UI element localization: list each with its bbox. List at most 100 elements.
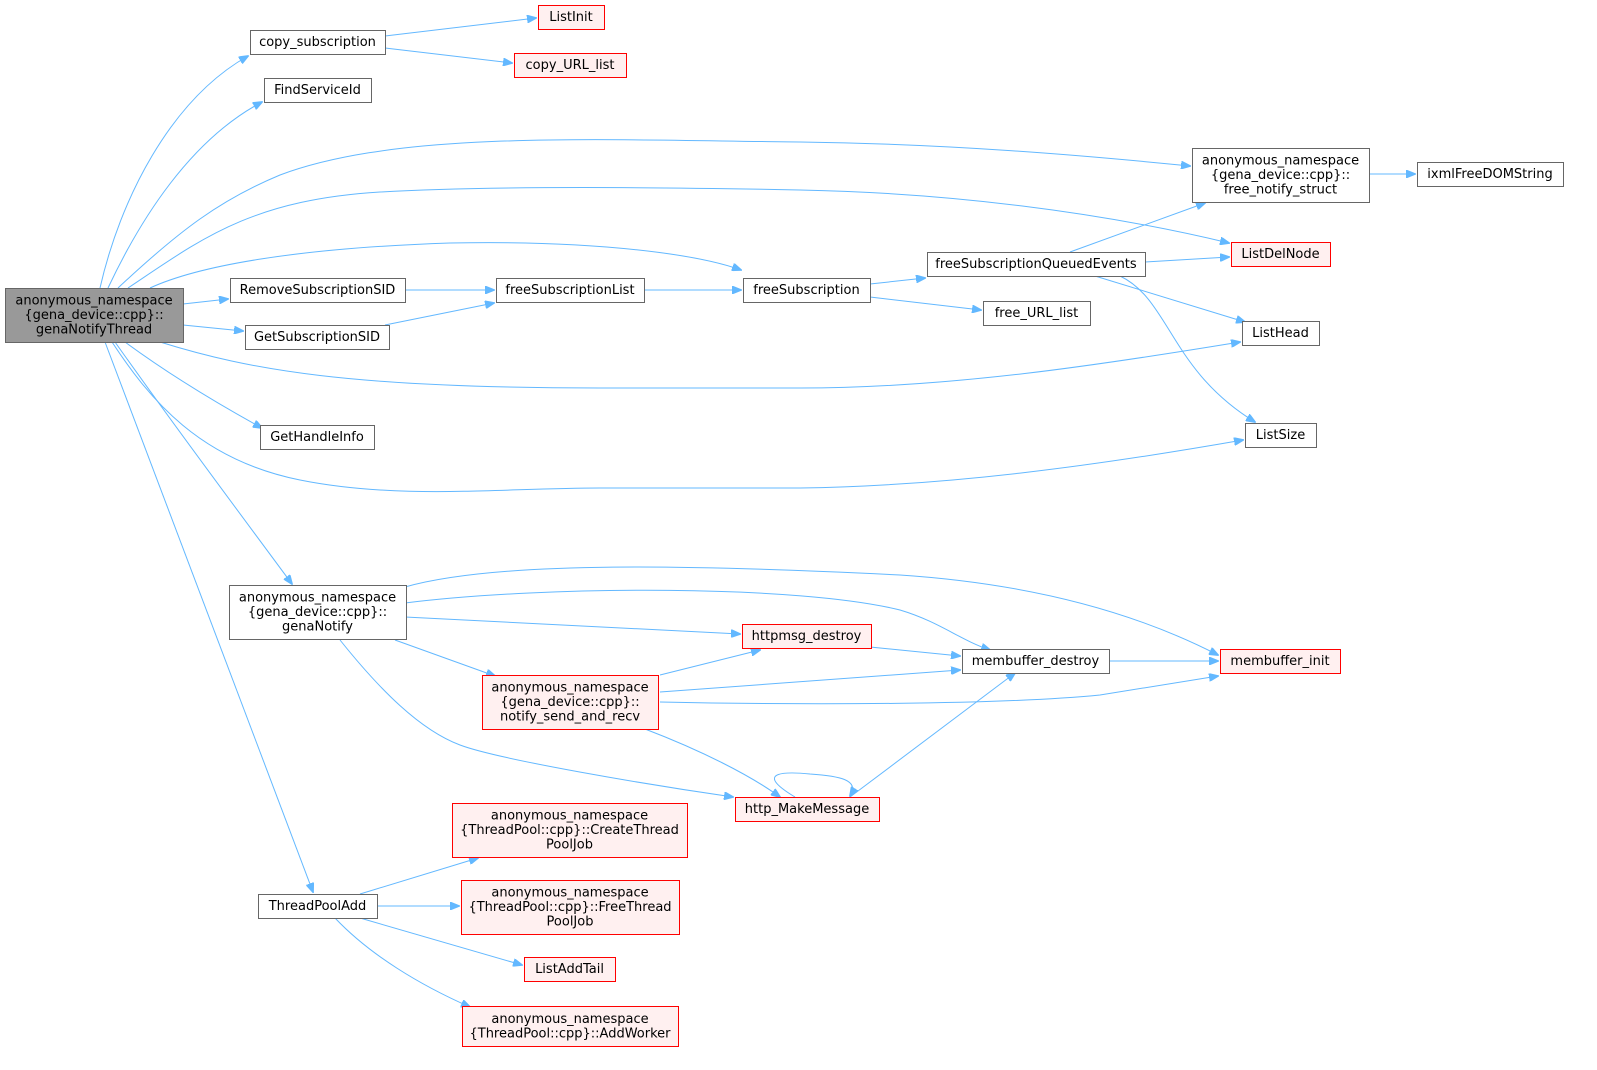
edge-root-to-GetSubscriptionSID: [182, 324, 243, 331]
node-box-GetSubscriptionSID: [245, 325, 390, 350]
node-label-ThreadPoolAdd-line-0: ThreadPoolAdd: [268, 899, 367, 914]
node-copy_URL_list[interactable]: copy_URL_list: [514, 53, 627, 78]
edge-ThreadPoolAdd-to-CreateThreadPoolJob: [359, 858, 478, 895]
edge-root-to-freeSubscription: [149, 242, 741, 289]
node-ListDelNode[interactable]: ListDelNode: [1231, 242, 1331, 267]
node-ListSize[interactable]: ListSize: [1245, 423, 1317, 448]
edge-root-to-ListHead: [159, 342, 1240, 389]
node-GetSubscriptionSID[interactable]: GetSubscriptionSID: [245, 325, 390, 350]
edge-httpmsg_destroy-to-membuffer_destroy: [869, 646, 960, 656]
node-label-root-line-1: {gena_device::cpp}::: [24, 308, 163, 323]
node-label-freeSubscription-line-0: freeSubscription: [753, 283, 859, 298]
node-ThreadPoolAdd[interactable]: ThreadPoolAdd: [258, 894, 378, 919]
edge-copy_subscription-to-copy_URL_list: [384, 47, 512, 63]
node-box-AddWorker: [462, 1006, 679, 1047]
node-copy_subscription[interactable]: copy_subscription: [250, 30, 386, 55]
edge-freeSubscriptionQueuedEvents-to-ListSize: [1119, 275, 1255, 422]
node-label-ListSize-line-0: ListSize: [1256, 428, 1305, 443]
nodes-layer: anonymous_namespace{gena_device::cpp}::g…: [5, 5, 1564, 1047]
node-ListHead[interactable]: ListHead: [1242, 321, 1320, 346]
node-box-notify_send_and_recv: [482, 675, 659, 730]
node-httpmsg_destroy[interactable]: httpmsg_destroy: [742, 624, 872, 649]
node-membuffer_init[interactable]: membuffer_init: [1220, 649, 1341, 674]
node-label-ListDelNode-line-0: ListDelNode: [1241, 247, 1319, 262]
node-label-membuffer_init-line-0: membuffer_init: [1230, 654, 1329, 669]
node-label-notify_send_and_recv-line-1: {gena_device::cpp}::: [500, 695, 639, 710]
node-box-FreeThreadPoolJob: [461, 880, 680, 935]
node-genaNotify[interactable]: anonymous_namespace{gena_device::cpp}::g…: [229, 585, 407, 640]
node-box-ListHead: [1242, 321, 1320, 346]
node-FreeThreadPoolJob[interactable]: anonymous_namespace{ThreadPool::cpp}::Fr…: [461, 880, 680, 935]
node-label-GetHandleInfo-line-0: GetHandleInfo: [270, 430, 364, 445]
edge-copy_subscription-to-ListInit: [384, 18, 536, 37]
node-box-ListSize: [1245, 423, 1317, 448]
edge-http_MakeMessage-to-membuffer_destroy: [849, 673, 1015, 798]
node-label-free_notify_struct-line-1: {gena_device::cpp}::: [1211, 168, 1350, 183]
node-membuffer_destroy[interactable]: membuffer_destroy: [962, 649, 1110, 674]
edge-root-to-free_notify_struct: [117, 139, 1190, 289]
edge-http_MakeMessage-to-http_MakeMessage: [774, 772, 852, 797]
node-box-GetHandleInfo: [260, 425, 375, 450]
node-label-FreeThreadPoolJob-line-0: anonymous_namespace: [491, 886, 648, 901]
node-box-freeSubscriptionList: [496, 278, 645, 303]
edge-root-to-ListDelNode: [127, 187, 1229, 289]
node-box-http_MakeMessage: [735, 797, 880, 822]
node-label-genaNotify-line-2: genaNotify: [282, 620, 353, 635]
edge-genaNotify-to-notify_send_and_recv: [394, 639, 495, 676]
node-notify_send_and_recv[interactable]: anonymous_namespace{gena_device::cpp}::n…: [482, 675, 659, 730]
node-box-CreateThreadPoolJob: [452, 803, 688, 858]
node-box-copy_URL_list: [514, 53, 627, 78]
node-box-free_URL_list: [983, 301, 1091, 326]
node-box-genaNotify: [229, 585, 407, 640]
node-label-genaNotify-line-1: {gena_device::cpp}::: [248, 605, 387, 620]
node-box-FindServiceId: [264, 78, 372, 103]
node-box-httpmsg_destroy: [742, 624, 872, 649]
node-ListAddTail[interactable]: ListAddTail: [524, 957, 616, 982]
node-label-freeSubscriptionList-line-0: freeSubscriptionList: [505, 283, 634, 298]
edge-freeSubscriptionQueuedEvents-to-ListHead: [1094, 275, 1245, 322]
node-label-AddWorker-line-0: anonymous_namespace: [491, 1012, 648, 1027]
node-box-ListDelNode: [1231, 242, 1331, 267]
node-label-genaNotify-line-0: anonymous_namespace: [239, 591, 396, 606]
node-root[interactable]: anonymous_namespace{gena_device::cpp}::g…: [5, 288, 184, 343]
node-FindServiceId[interactable]: FindServiceId: [264, 78, 372, 103]
node-box-ThreadPoolAdd: [258, 894, 378, 919]
node-ixmlFreeDOMString[interactable]: ixmlFreeDOMString: [1417, 162, 1564, 187]
node-http_MakeMessage[interactable]: http_MakeMessage: [735, 797, 880, 822]
edges-layer: [99, 18, 1415, 1007]
node-label-root-line-0: anonymous_namespace: [15, 294, 172, 309]
node-ListInit[interactable]: ListInit: [538, 5, 605, 30]
node-box-membuffer_init: [1220, 649, 1341, 674]
node-box-ixmlFreeDOMString: [1417, 162, 1564, 187]
node-label-GetSubscriptionSID-line-0: GetSubscriptionSID: [254, 330, 380, 345]
node-label-ListInit-line-0: ListInit: [549, 10, 593, 25]
node-GetHandleInfo[interactable]: GetHandleInfo: [260, 425, 375, 450]
node-free_URL_list[interactable]: free_URL_list: [983, 301, 1091, 326]
node-label-notify_send_and_recv-line-2: notify_send_and_recv: [500, 710, 640, 725]
node-label-free_notify_struct-line-2: free_notify_struct: [1224, 183, 1337, 198]
node-freeSubscription[interactable]: freeSubscription: [743, 278, 871, 303]
edge-genaNotify-to-http_MakeMessage: [339, 639, 733, 797]
node-CreateThreadPoolJob[interactable]: anonymous_namespace{ThreadPool::cpp}::Cr…: [452, 803, 688, 858]
node-AddWorker[interactable]: anonymous_namespace{ThreadPool::cpp}::Ad…: [462, 1006, 679, 1047]
node-box-membuffer_destroy: [962, 649, 1110, 674]
node-box-copy_subscription: [250, 30, 386, 55]
node-freeSubscriptionList[interactable]: freeSubscriptionList: [496, 278, 645, 303]
node-RemoveSubscriptionSID[interactable]: RemoveSubscriptionSID: [230, 278, 406, 303]
node-label-FreeThreadPoolJob-line-2: PoolJob: [547, 915, 594, 930]
node-box-freeSubscription: [743, 278, 871, 303]
edge-genaNotify-to-membuffer_destroy: [404, 589, 990, 650]
node-label-FindServiceId-line-0: FindServiceId: [274, 83, 361, 98]
edge-freeSubscriptionQueuedEvents-to-ListDelNode: [1144, 257, 1229, 263]
node-label-ListHead-line-0: ListHead: [1252, 326, 1309, 341]
node-freeSubscriptionQueuedEvents[interactable]: freeSubscriptionQueuedEvents: [927, 252, 1146, 277]
node-free_notify_struct[interactable]: anonymous_namespace{gena_device::cpp}::f…: [1192, 148, 1370, 203]
node-label-free_notify_struct-line-0: anonymous_namespace: [1202, 154, 1359, 169]
node-box-root: [5, 288, 184, 343]
node-label-freeSubscriptionQueuedEvents-line-0: freeSubscriptionQueuedEvents: [935, 257, 1137, 272]
node-label-CreateThreadPoolJob-line-2: PoolJob: [546, 838, 593, 853]
node-label-root-line-2: genaNotifyThread: [36, 323, 152, 338]
edge-root-to-FindServiceId: [107, 102, 262, 289]
edge-freeSubscription-to-free_URL_list: [869, 296, 981, 310]
